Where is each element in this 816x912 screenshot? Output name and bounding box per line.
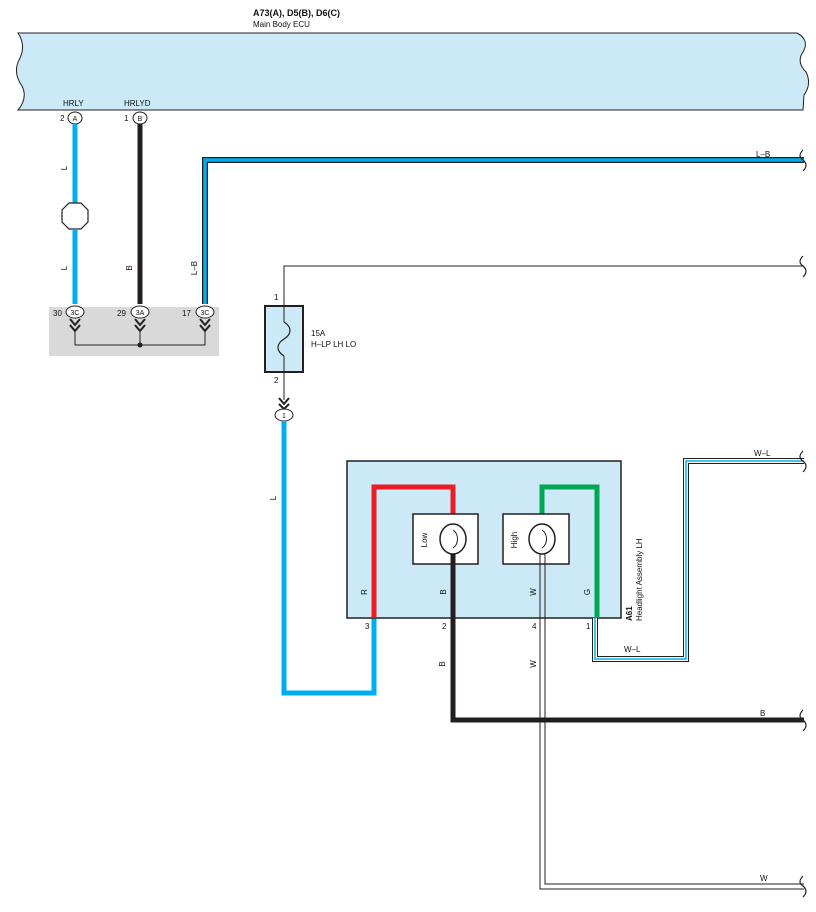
headlight-pin-3: 3 — [365, 622, 370, 631]
junction-connector-17-label: 3C — [201, 310, 210, 317]
fuse-name: H–LP LH LO — [311, 340, 356, 349]
ecu-connector-a-label: A — [73, 116, 78, 123]
wire-label-b-vertical: B — [438, 661, 447, 666]
wire-lb-inner — [203, 158, 804, 304]
wire-wl-inner-white — [593, 459, 804, 661]
high-beam-bulb — [528, 523, 556, 555]
pin-wire-label-g: G — [583, 589, 592, 595]
wire-red-internal — [371, 484, 456, 618]
octagon-connector — [61, 202, 89, 230]
wire-label-wl-right: W–L — [754, 449, 771, 458]
pin-wire-label-r: R — [360, 589, 369, 595]
headlight-name: Headlight Assembly LH — [635, 538, 644, 621]
wire-green-internal — [539, 484, 600, 618]
break-mark-fuse-feed — [799, 255, 807, 278]
wire-label-hrly-top: L — [60, 165, 69, 170]
junction-pin-30: 30 — [53, 309, 62, 318]
pin-wire-label-b: B — [439, 589, 448, 594]
wire-label-hrly-bottom: L — [60, 265, 69, 270]
ecu-pin-number-hrly: 2 — [60, 114, 65, 123]
break-mark-wl — [799, 450, 807, 473]
wire-w-inner — [544, 618, 804, 885]
high-beam-label: High — [510, 532, 519, 548]
break-mark-b — [799, 709, 807, 732]
wire-label-lb-vertical: L–B — [190, 261, 199, 275]
wire-label-w-right: W — [760, 874, 768, 883]
high-beam-filament — [541, 529, 547, 549]
wire-lb-outer — [202, 157, 804, 304]
junction-connector-30-label: 3C — [71, 310, 80, 317]
wire-w-outer — [539, 618, 804, 890]
wire-label-hrlyd: B — [125, 265, 134, 270]
fuse-pin-top: 1 — [274, 293, 279, 302]
low-beam-bulb — [439, 523, 467, 555]
headlight-code: A61 — [625, 606, 634, 621]
ecu-name: Main Body ECU — [253, 20, 310, 29]
junction-connector-17 — [195, 305, 215, 319]
ecu-pin-number-hrlyd: 1 — [124, 114, 129, 123]
connector-1-label: 1 — [282, 413, 286, 420]
break-mark-lb — [799, 149, 807, 172]
low-beam-filament — [452, 529, 458, 549]
junction-pin-17: 17 — [182, 309, 191, 318]
wire-label-fuse-out: L — [269, 495, 278, 500]
ecu-code: A73(A), D5(B), D6(C) — [253, 8, 340, 18]
wire-wl-inner-blue — [594, 460, 804, 660]
wire-label-wl-bottom: W–L — [624, 645, 641, 654]
wire-b-ground — [450, 618, 804, 723]
headlight-pin-2: 2 — [442, 622, 447, 631]
junction-connector-30 — [65, 305, 85, 319]
junction-connector-29-label: 3A — [136, 310, 145, 317]
fuse-element — [277, 321, 291, 357]
pin-wire-label-w: W — [529, 588, 538, 596]
wire-fuse-out — [281, 421, 377, 696]
wire-label-b-right: B — [760, 709, 765, 718]
fuse-pin-bottom: 2 — [274, 376, 279, 385]
ecu-connector-b-label: B — [138, 116, 143, 123]
junction-splice — [137, 342, 143, 348]
wire-label-w-vertical: W — [529, 660, 538, 668]
wire-wl-outer — [592, 458, 804, 662]
ecu-pin-name-hrly: HRLY — [63, 99, 84, 108]
break-mark-w — [799, 875, 807, 898]
headlight-pin-1: 1 — [586, 622, 591, 631]
fuse-rating: 15A — [311, 329, 326, 338]
junction-pin-29: 29 — [117, 309, 126, 318]
headlight-pin-4: 4 — [532, 622, 537, 631]
ecu-body — [16, 32, 810, 111]
low-beam-label: Low — [420, 532, 429, 547]
wire-fuse-feed — [283, 265, 804, 306]
junction-connector-29 — [130, 305, 150, 319]
wire-label-lb-right: L–B — [756, 150, 770, 159]
ecu-pin-name-hrlyd: HRLYD — [124, 99, 151, 108]
